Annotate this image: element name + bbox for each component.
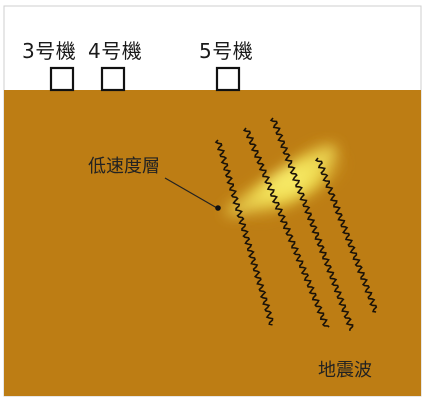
- seismic-wave-line: [314, 157, 378, 313]
- unit-4-building: [100, 66, 126, 92]
- leader-dot: [215, 205, 221, 211]
- unit-5-label: 5号機: [199, 39, 254, 63]
- leader-line: [164, 177, 218, 209]
- seismic-waves: [214, 117, 378, 331]
- unit-3-building: [49, 66, 75, 92]
- unit-5-building: [215, 66, 241, 92]
- unit-4-label: 4号機: [88, 39, 143, 63]
- seismic-wave-line: [214, 139, 274, 326]
- seismic-wave-line: [269, 117, 354, 331]
- ground: [4, 90, 421, 396]
- seismic-wave-line: [242, 127, 330, 328]
- unit-3-label: 3号機: [22, 39, 77, 63]
- seismic-wave-label: 地震波: [318, 360, 372, 381]
- low-velocity-layer-label: 低速度層: [88, 156, 160, 177]
- low-velocity-layer: [216, 133, 353, 224]
